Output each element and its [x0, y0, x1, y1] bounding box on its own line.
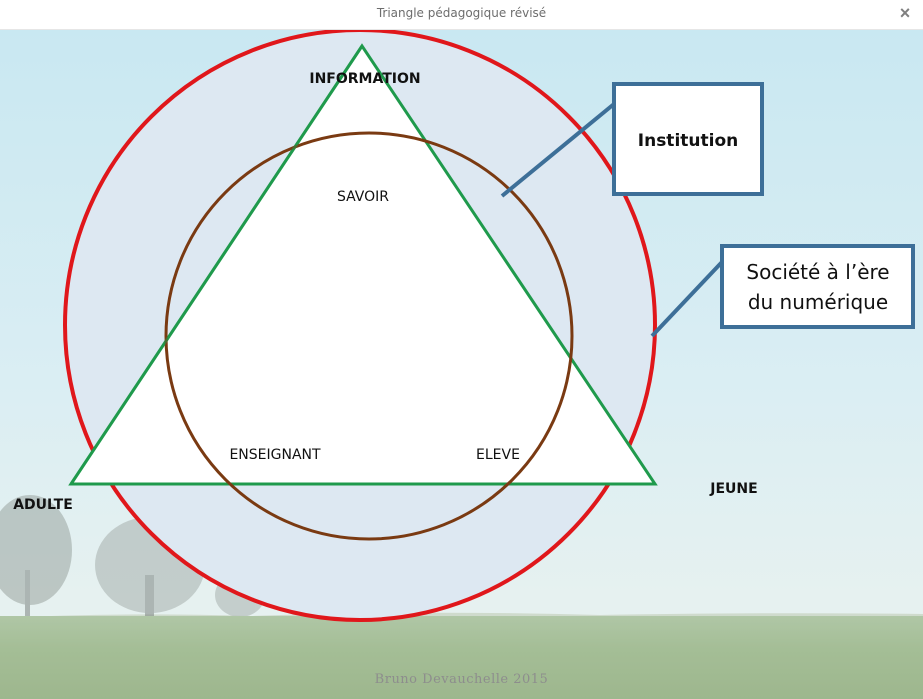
label-information: INFORMATION — [309, 71, 420, 87]
grass-field — [0, 616, 923, 699]
author-credit: Bruno Devauchelle 2015 — [374, 672, 549, 687]
label-adulte: ADULTE — [13, 497, 73, 513]
label-enseignant: ENSEIGNANT — [229, 447, 321, 463]
trees — [0, 495, 265, 620]
inner-circle — [164, 131, 574, 541]
societe-connector — [650, 260, 724, 338]
institution-box — [612, 82, 764, 196]
diagram-canvas: INFORMATION SAVOIR ENSEIGNANT ELEVE ADUL… — [0, 30, 923, 699]
window-title: Triangle pédagogique révisé — [376, 6, 547, 20]
close-icon[interactable]: × — [899, 3, 911, 23]
institution-connector — [500, 102, 616, 198]
callout-institution: Institution — [638, 131, 738, 151]
title-bar: Triangle pédagogique révisé × — [0, 0, 923, 30]
label-jeune: JEUNE — [709, 481, 757, 497]
callout-societe-line2: du numérique — [748, 290, 888, 314]
societe-box — [720, 244, 915, 329]
callout-societe-line1: Société à l’ère — [746, 260, 889, 284]
diagram-svg: INFORMATION SAVOIR ENSEIGNANT ELEVE ADUL… — [0, 30, 923, 699]
label-savoir: SAVOIR — [337, 189, 389, 205]
label-eleve: ELEVE — [476, 447, 520, 463]
